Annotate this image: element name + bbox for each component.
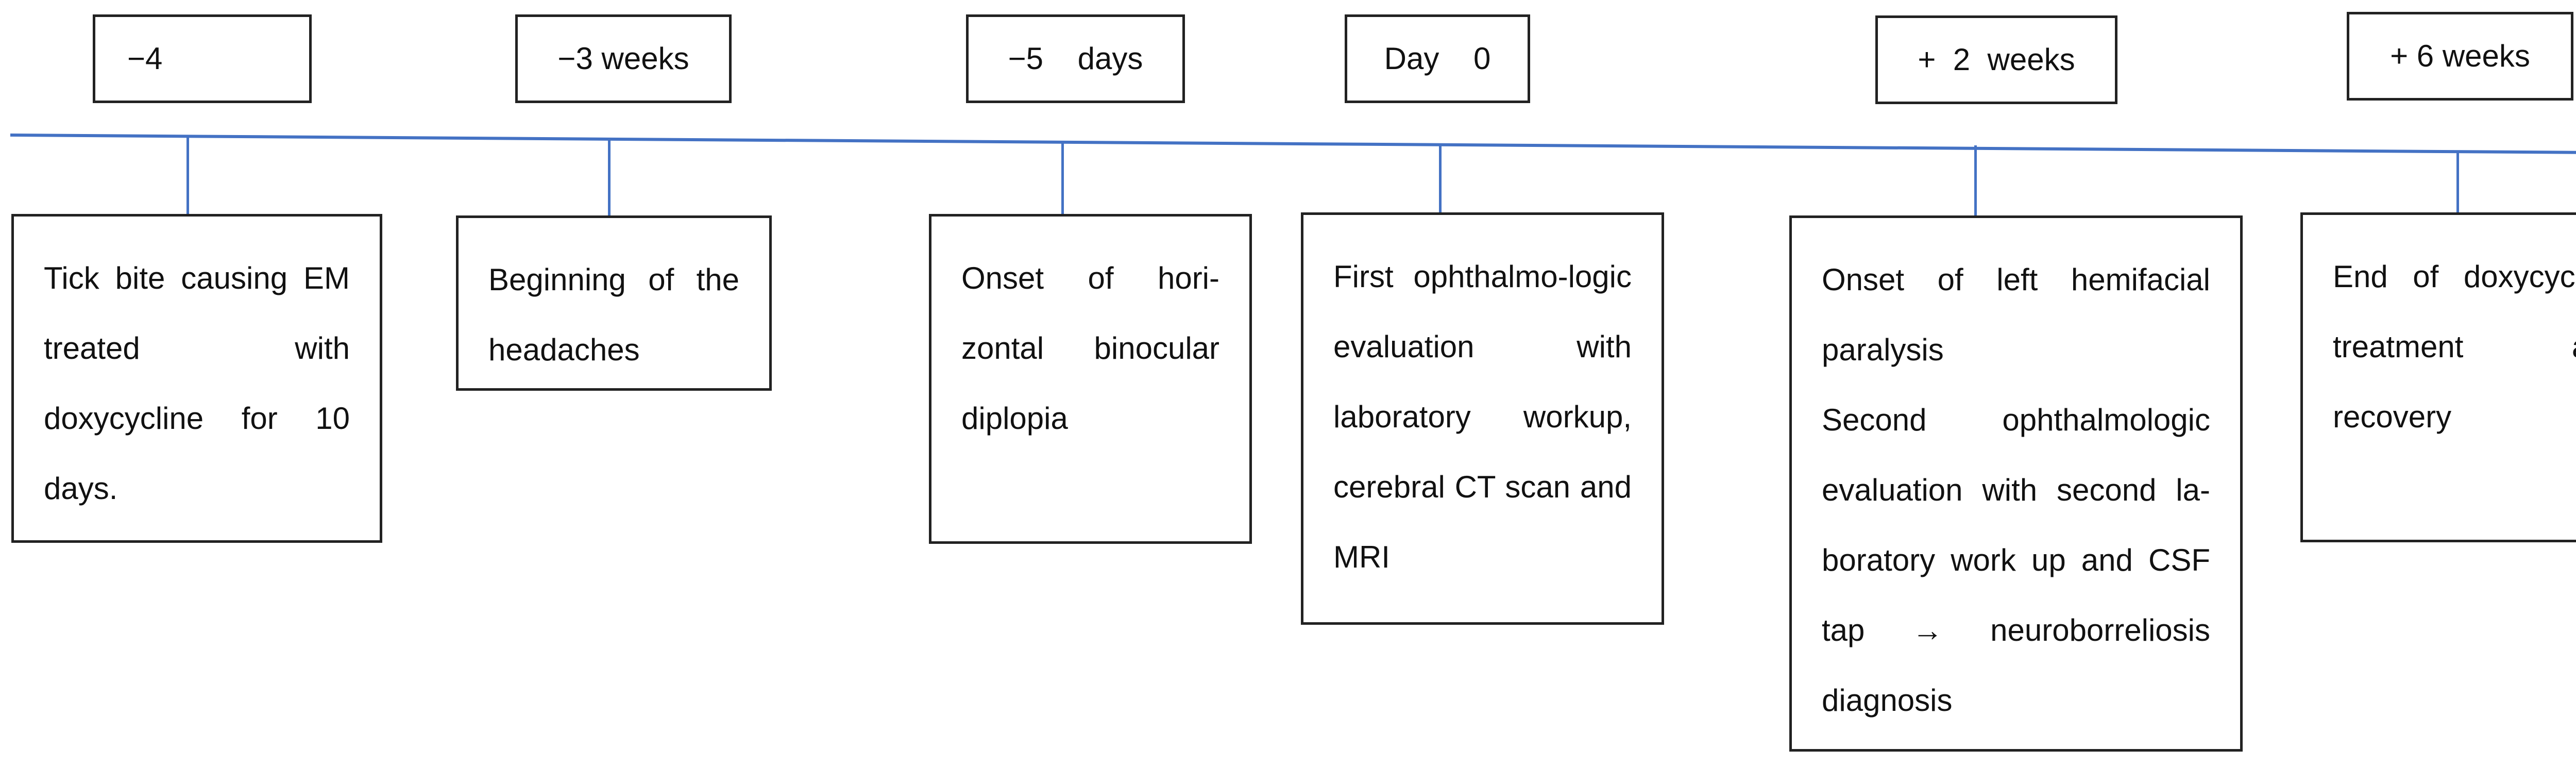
event-text: Tick bite causing EM treated with doxycy… — [44, 261, 350, 506]
tick-3 — [1061, 142, 1064, 214]
time-label-plus-2-weeks: + 2 weeks — [1875, 15, 2117, 104]
event-recovery: End of doxycycline treatment and recover… — [2300, 212, 2576, 542]
event-text: First ophthalmo-logic evaluation with la… — [1333, 259, 1632, 574]
event-text: Second ophthalmologic evaluation with se… — [1822, 403, 2210, 718]
time-label-text: + 6 weeks — [2390, 39, 2530, 73]
time-label-text: + 2 weeks — [1918, 42, 2075, 77]
tick-2 — [608, 139, 611, 215]
event-headaches: Beginning of the headaches — [456, 215, 772, 391]
event-first-evaluation: First ophthalmo-logic evaluation with la… — [1301, 212, 1664, 625]
time-label-minus-4: −4 — [93, 14, 312, 103]
tick-1 — [187, 137, 189, 214]
time-label-text: −3 weeks — [557, 41, 689, 76]
time-label-minus-5-days: −5 days — [966, 14, 1185, 103]
time-label-day-0: Day 0 — [1345, 14, 1530, 103]
time-label-text: Day 0 — [1384, 41, 1491, 76]
time-label-text: −5 days — [1008, 41, 1143, 76]
tick-6 — [2456, 151, 2459, 212]
event-diplopia: Onset of hori-zontal binocular diplopia — [929, 214, 1252, 544]
timeline-line — [10, 134, 2576, 154]
event-text: Onset of hori-zontal binocular diplopia — [961, 261, 1219, 436]
tick-4 — [1439, 143, 1442, 212]
event-text: Beginning of the headaches — [488, 262, 739, 367]
time-label-plus-6-weeks: + 6 weeks — [2347, 12, 2573, 101]
time-label-minus-3-weeks: −3 weeks — [515, 14, 732, 103]
event-text: End of doxycycline treatment and recover… — [2333, 259, 2576, 434]
event-tick-bite: Tick bite causing EM treated with doxycy… — [11, 214, 382, 543]
time-label-text: −4 — [127, 41, 163, 76]
event-text: Onset of left hemifacial paralysis — [1822, 262, 2210, 367]
tick-5 — [1974, 145, 1977, 215]
event-hemifacial-paralysis: Onset of left hemifacial paralysis Secon… — [1789, 215, 2243, 752]
